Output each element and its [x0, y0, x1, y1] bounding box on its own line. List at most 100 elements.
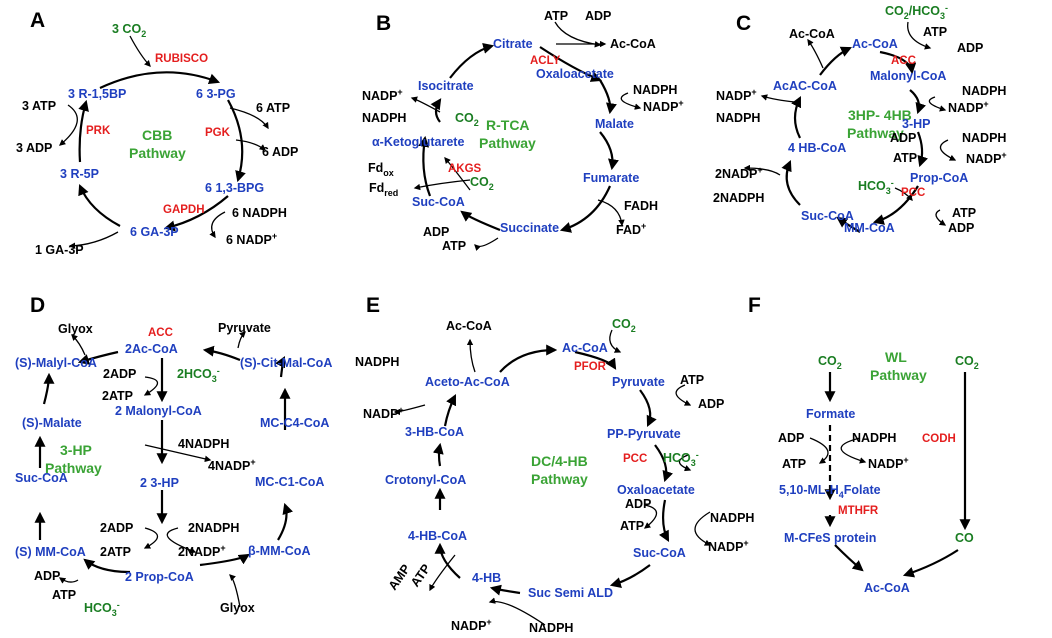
- arrow-acc-c: [879, 50, 917, 75]
- arrow-isocitrate-citrate: [449, 43, 495, 79]
- metabolite-citmalcoa: (S)-Cit-Mal-CoA: [240, 356, 332, 370]
- metabolite-2propcoa: 2 Prop-CoA: [125, 570, 194, 584]
- hco3-d: 2HCO3-: [177, 366, 220, 384]
- cofactor-nadp-f: NADP+: [868, 455, 909, 471]
- co2-in-b: CO2: [470, 175, 494, 192]
- metabolite-3hp-c: 3-HP: [902, 117, 930, 131]
- arrow-nadph2-d: [166, 527, 197, 554]
- arrow-atp-c: [935, 209, 947, 226]
- pathway-a-line1: CBB: [142, 127, 172, 143]
- arrow-accoa-out-c: [807, 38, 824, 69]
- arrow-nadp-b: [410, 96, 441, 113]
- cofactor-nadph-f: NADPH: [852, 431, 896, 445]
- cofactor-2adp-d: 2ADP: [103, 367, 136, 381]
- metabolite-mcc4: MC-C4-CoA: [260, 416, 329, 430]
- cofactor-atp3-e: ATP: [408, 562, 433, 590]
- arrow-adp-atp-f: [809, 437, 829, 464]
- arrow-nadph-b: [620, 92, 642, 110]
- metabolite-mlh4folate: 5,10-ML-H4Folate: [779, 483, 881, 500]
- co2-f: CO2: [818, 354, 842, 371]
- metabolite-4hbcoa-c: 4 HB-CoA: [788, 141, 846, 155]
- arrow-succinate-succoa: [460, 210, 501, 232]
- cofactor-atp-c: ATP: [923, 25, 947, 39]
- arrow-fadh-b: [597, 199, 625, 227]
- cofactor-nadph2-c: NADPH: [962, 131, 1006, 145]
- arrow-adp-atp-e: [643, 504, 658, 529]
- cofactor-adp-b: ADP: [585, 9, 611, 23]
- arrow-mmcoa-succoa: [836, 216, 861, 233]
- arrow-oaa-succoa: [659, 499, 670, 542]
- cofactor-nadph-e: NADPH: [355, 355, 399, 369]
- metabolite-isocitrate: Isocitrate: [418, 79, 474, 93]
- co2-a: 3 CO2: [112, 22, 146, 39]
- hco3-c: HCO3-: [858, 178, 894, 196]
- arrow-co-accoa: [902, 549, 959, 578]
- arrow-4hbcoa-acaccoa: [791, 96, 801, 139]
- arrow-co2-a: [129, 35, 151, 67]
- arrow-adp2-d: [143, 527, 159, 549]
- pathway-b-line1: R-TCA: [486, 117, 530, 133]
- cofactor-atp-e: ATP: [680, 373, 704, 387]
- metabolite-succoa-d: Suc-CoA: [15, 471, 68, 485]
- cofactor-atp-b: ATP: [544, 9, 568, 23]
- enzyme-gapdh: GAPDH: [163, 204, 205, 216]
- metabolite-13bpg: 6 1,3-BPG: [205, 181, 264, 195]
- arrow-nadp-e: [393, 404, 426, 416]
- arrow-fd-b: [413, 179, 471, 191]
- cofactor-nadph-b: NADPH: [633, 83, 677, 97]
- cofactor-atp3-c: ATP: [952, 206, 976, 220]
- arrow-acaccoa-accoa: [819, 46, 852, 76]
- arrow-pfor: [574, 350, 617, 370]
- metabolite-acetoaccoa: Aceto-Ac-CoA: [425, 375, 510, 389]
- co2-e: CO2: [612, 317, 636, 334]
- arrow-ga3p-out: [68, 231, 119, 250]
- arrow-pyr-pppyr: [639, 389, 657, 427]
- arrow-nadp-c: [760, 94, 796, 103]
- co2-out-b: CO2: [455, 111, 479, 128]
- cofactor-nadp2-c: NADP+: [966, 150, 1007, 166]
- arrow-adp-atp-b: [474, 237, 499, 251]
- enzyme-mthfr: MTHFR: [838, 505, 879, 517]
- metabolite-r15bp: 3 R-1,5BP: [68, 87, 126, 101]
- metabolite-mmcoa-c: MM-CoA: [844, 221, 895, 235]
- cofactor-adp2-b: ADP: [423, 225, 449, 239]
- arrow-oaa-malate: [599, 79, 617, 115]
- fd-ox: Fdox: [368, 161, 394, 178]
- metabolite-2malonylcoa: 2 Malonyl-CoA: [115, 404, 202, 418]
- arrow-3hb-acetoac: [443, 394, 456, 427]
- arrow-acetoac-accoa: [499, 344, 558, 373]
- cofactor-adp-d: ADP: [34, 569, 60, 583]
- cofactor-adp-e: ADP: [698, 397, 724, 411]
- cofactor-6adp: 6 ADP: [262, 145, 298, 159]
- pathway-d-line1: 3-HP: [60, 442, 92, 458]
- cofactor-adp3-c: ADP: [948, 221, 974, 235]
- metabolite-citrate: Citrate: [493, 37, 533, 51]
- arrow-propcoa-mmcoa: [872, 185, 919, 225]
- cofactor-2nadph-c: 2NADPH: [713, 191, 764, 205]
- cofactor-2nadp-c: 2NADP+: [715, 165, 763, 181]
- metabolite-crotonylcoa: Crotonyl-CoA: [385, 473, 466, 487]
- metabolite-malate-d: (S)-Malate: [22, 416, 82, 430]
- cofactor-nadph-c: NADPH: [962, 84, 1006, 98]
- arrow-crotonyl-3hb: [432, 442, 444, 467]
- metabolite-mcc1: MC-C1-CoA: [255, 475, 324, 489]
- co-f: CO: [955, 531, 974, 545]
- cofactor-nadph2-e: NADPH: [710, 511, 754, 525]
- arrow-hco3-e: [678, 454, 692, 472]
- arrow-regeneration: [78, 183, 121, 227]
- arrow-glyox-in: [229, 574, 241, 608]
- arrow-pyruvate-out: [237, 331, 246, 349]
- cofactor-4nadph-d: 4NADPH: [178, 437, 229, 451]
- metabolite-succoa-c: Suc-CoA: [801, 209, 854, 223]
- arrow-adp-atp2-d: [58, 577, 79, 584]
- metabolite-formate: Formate: [806, 407, 855, 421]
- cofactor-atp2-c: ATP: [893, 151, 917, 165]
- metabolite-ga3p: 6 GA-3P: [130, 225, 179, 239]
- hco3-e: HCO3-: [663, 450, 699, 468]
- arrow-accoa-malyl: [77, 350, 119, 365]
- cofactor-nadp2-e: NADP+: [708, 538, 749, 554]
- arrow-malonyl-3hp: [909, 89, 926, 115]
- arrow-glyox-out: [71, 334, 86, 356]
- metabolite-succoa-b: Suc-CoA: [412, 195, 465, 209]
- co2-hco3-c: CO2/HCO3-: [885, 3, 948, 21]
